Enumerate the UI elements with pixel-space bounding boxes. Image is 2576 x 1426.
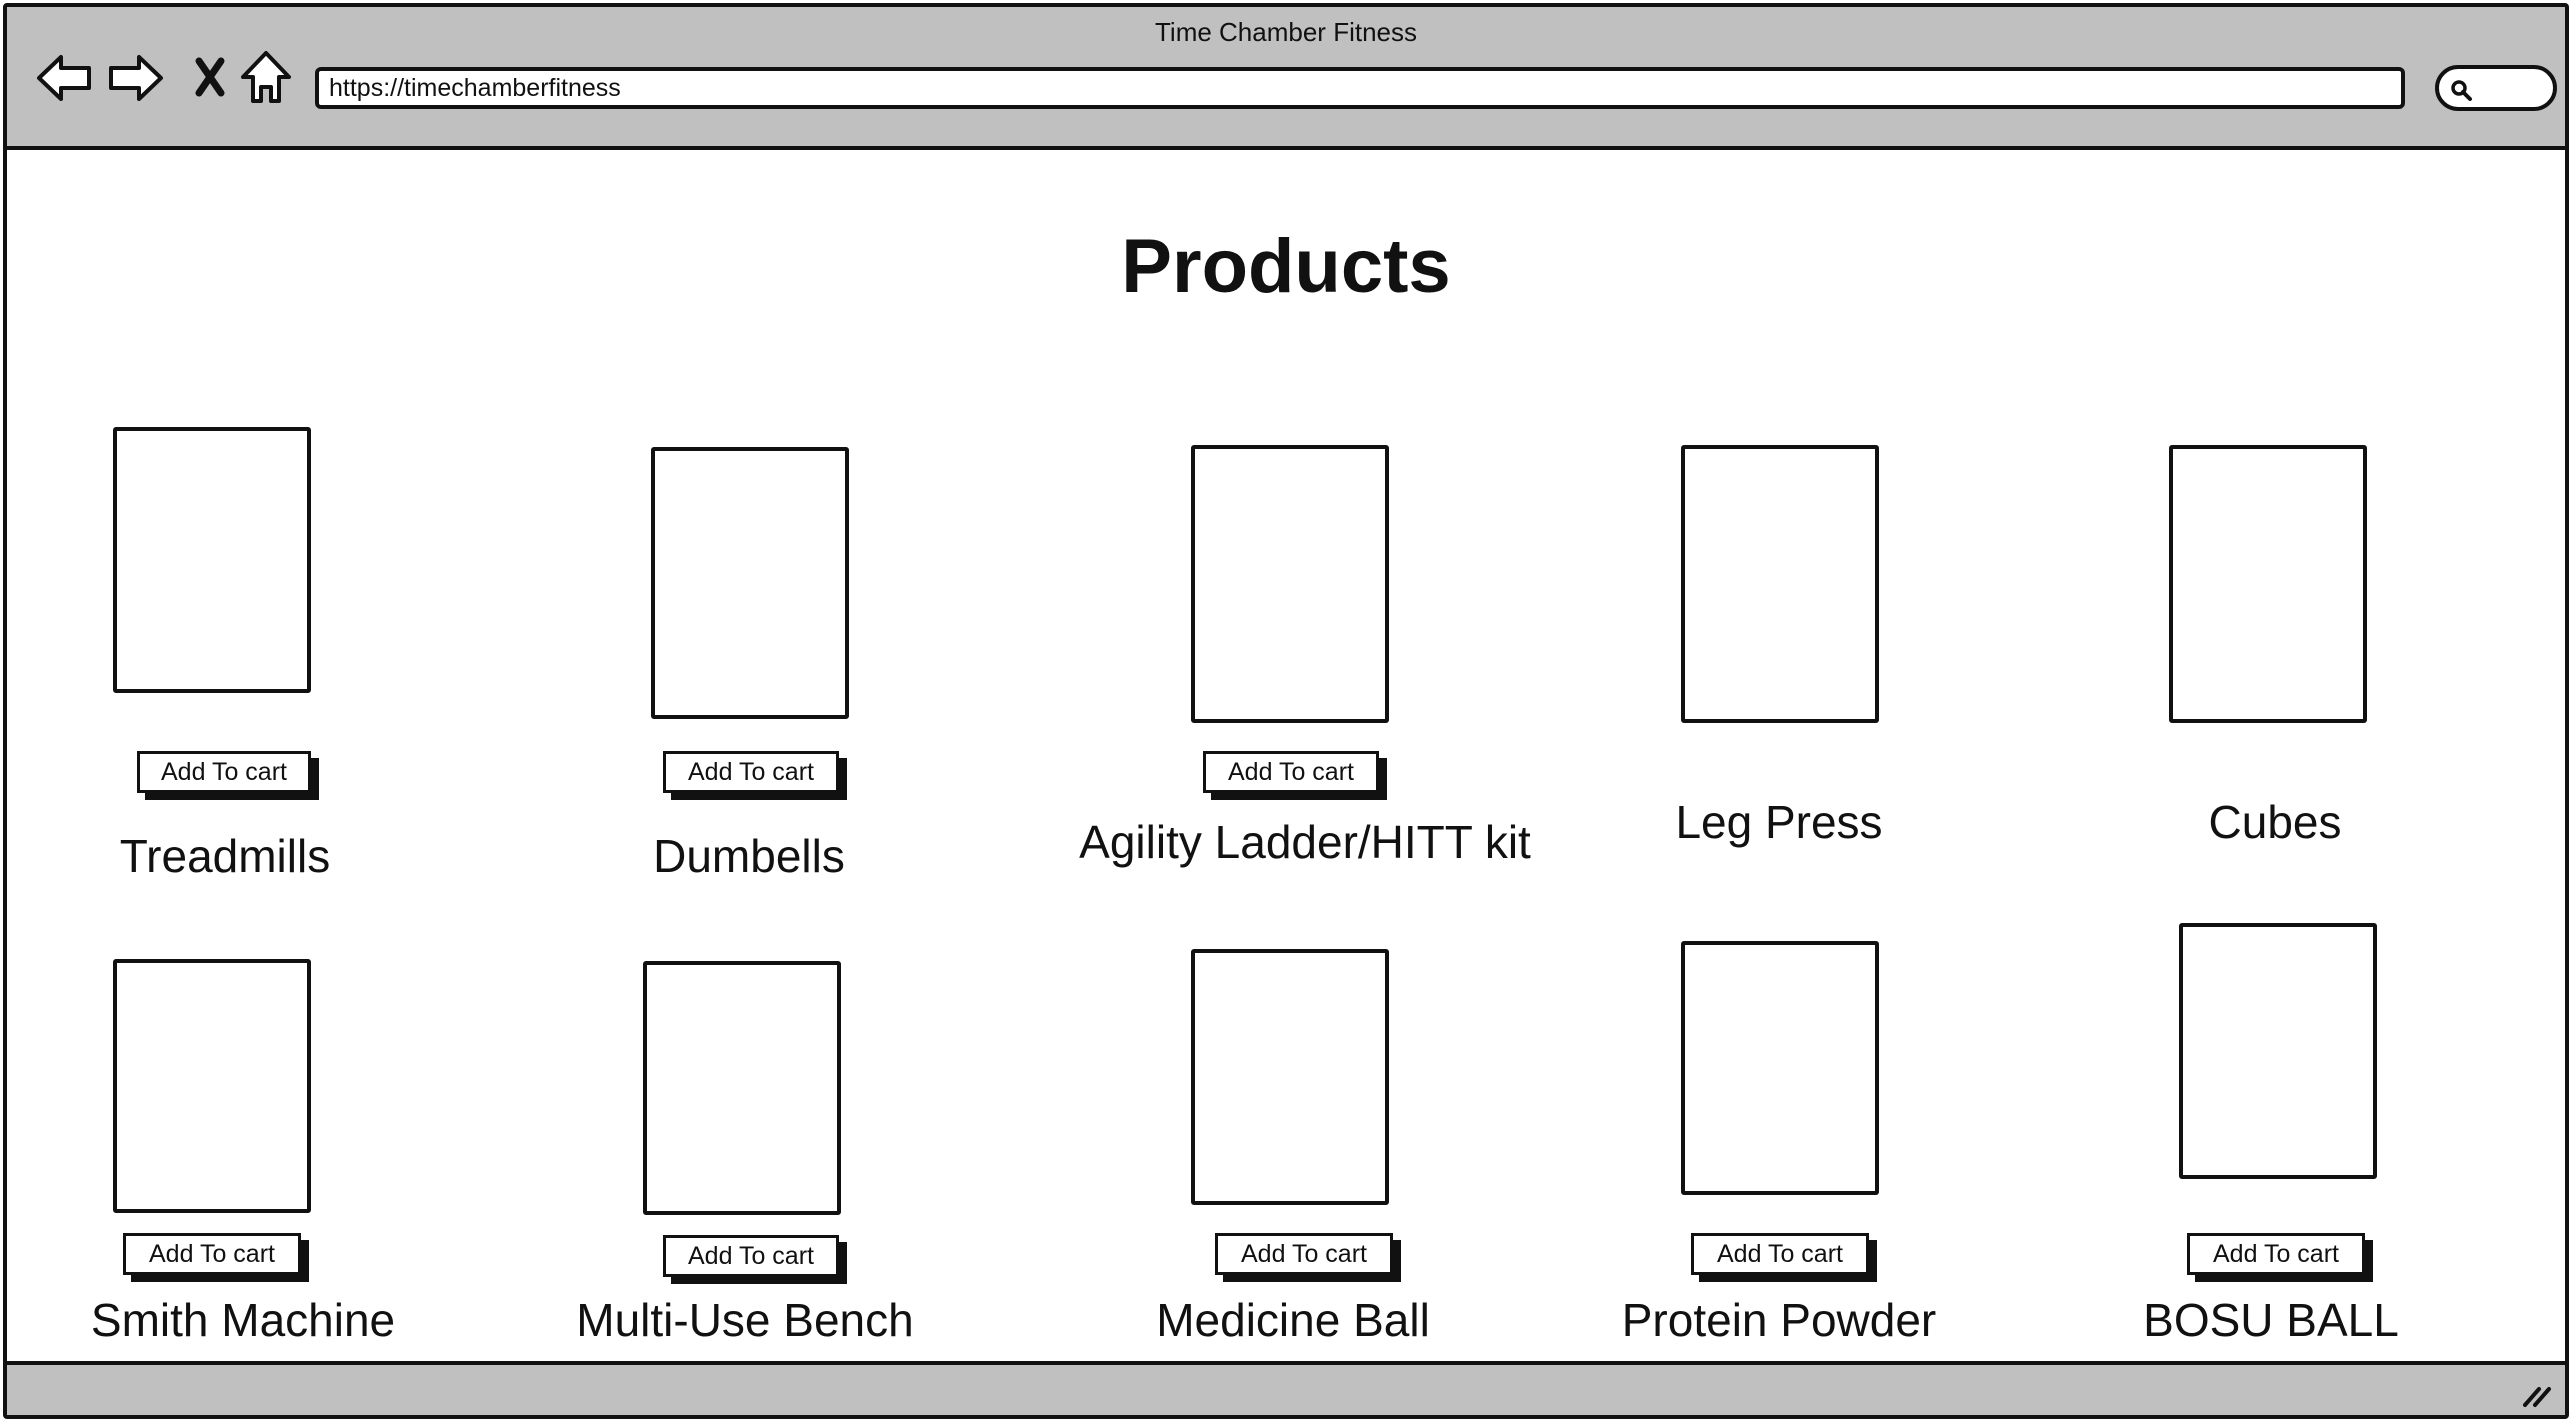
product-image-placeholder [113,427,311,693]
browser-toolbar: Time Chamber Fitness https://timechamber… [7,7,2565,150]
add-to-cart-button[interactable]: Add To cart [2187,1233,2365,1275]
product-image-placeholder [1191,949,1389,1205]
product-image-placeholder [1681,445,1879,723]
add-to-cart-button[interactable]: Add To cart [1691,1233,1869,1275]
product-name: Dumbells [653,830,845,882]
add-to-cart-button[interactable]: Add To cart [123,1233,301,1275]
search-icon [2451,80,2472,101]
product-name: BOSU BALL [2143,1294,2399,1346]
product-name: Multi-Use Bench [576,1294,914,1346]
add-to-cart-button[interactable]: Add To cart [663,751,839,793]
forward-arrow-icon[interactable] [105,47,167,109]
product-image-placeholder [2179,923,2377,1179]
add-to-cart-button[interactable]: Add To cart [663,1235,839,1277]
window-title: Time Chamber Fitness [1155,17,1417,47]
product-image-placeholder [1681,941,1879,1195]
product-name: Cubes [2208,796,2342,848]
page-title: Products [1121,224,1451,309]
address-bar[interactable]: https://timechamberfitness [315,67,2405,109]
product-image-placeholder [1191,445,1389,723]
browser-window: Time Chamber Fitness https://timechamber… [3,3,2569,1419]
product-name: Medicine Ball [1156,1294,1430,1346]
product-image-placeholder [651,447,849,719]
add-to-cart-button[interactable]: Add To cart [137,751,311,793]
product-name: Smith Machine [90,1294,396,1346]
close-x-icon[interactable] [179,47,241,109]
product-image-placeholder [643,961,841,1215]
back-arrow-icon[interactable] [33,47,95,109]
add-to-cart-button[interactable]: Add To cart [1203,751,1379,793]
resize-grip-icon[interactable] [2519,1379,2553,1409]
product-name: Treadmills [119,830,331,882]
product-name: Leg Press [1675,796,1883,848]
status-bar [7,1361,2565,1415]
product-name: Protein Powder [1621,1294,1937,1346]
add-to-cart-button[interactable]: Add To cart [1215,1233,1393,1275]
product-image-placeholder [113,959,311,1213]
home-icon[interactable] [235,47,297,109]
product-image-placeholder [2169,445,2367,723]
search-field[interactable] [2435,65,2557,111]
product-name: Agility Ladder/HITT kit [1079,816,1531,868]
